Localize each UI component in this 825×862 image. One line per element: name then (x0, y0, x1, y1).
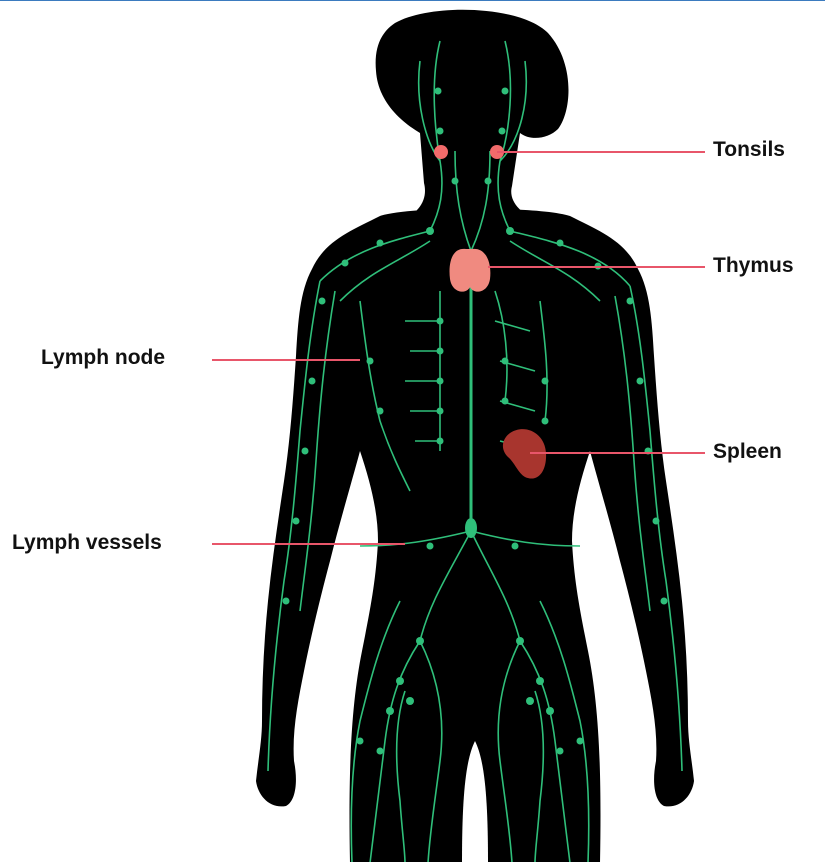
label-lymph-node: Lymph node (41, 346, 165, 370)
label-tonsils: Tonsils (713, 138, 785, 162)
body-silhouette (256, 10, 694, 862)
thymus-organ (450, 249, 491, 292)
label-spleen: Spleen (713, 440, 782, 464)
tonsil-left (434, 145, 448, 159)
head-hair (376, 10, 569, 223)
label-thymus: Thymus (713, 254, 794, 278)
label-lymph-vessels: Lymph vessels (12, 531, 162, 555)
